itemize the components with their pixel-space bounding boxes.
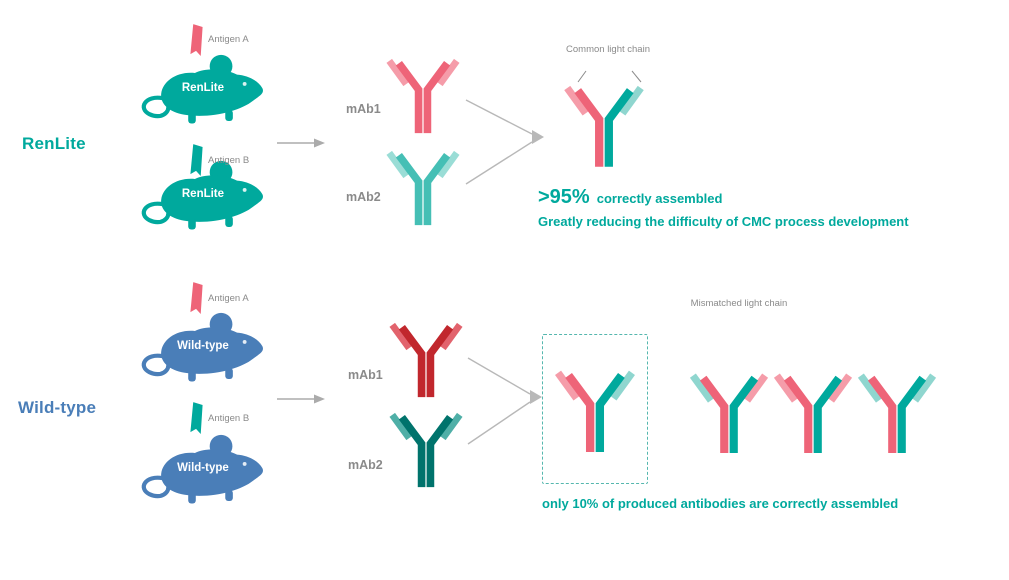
common-light-chain-label: Common light chain [566, 44, 650, 55]
right-arrow-icon [276, 136, 326, 150]
stat-description: correctly assembled [596, 191, 723, 206]
antibody-y-icon [382, 48, 464, 138]
wildtype-mab2-antibody [385, 402, 467, 492]
antibody-y-icon [385, 402, 467, 492]
cmc-benefit-text: Greatly reducing the difficulty of CMC p… [538, 214, 909, 229]
renlite-mouse-antigen-a: RenLite [126, 46, 274, 126]
mab2-label: mAb2 [348, 458, 383, 472]
wildtype-result-text: only 10% of produced antibodies are corr… [542, 496, 899, 511]
assembly-stat-line: >95% correctly assembled [538, 186, 722, 209]
antigen-b-flag-icon [189, 144, 204, 178]
antigen-a-label: Antigen A [208, 34, 249, 45]
correct-assembly-box [542, 334, 648, 484]
antigen-a-flag-icon [189, 24, 204, 58]
mismatched-antibody-y-icon [770, 360, 856, 460]
label-pointer-lines-icon [577, 70, 642, 83]
antigen-a-flag-icon [189, 282, 204, 316]
antigen-a-label: Antigen A [208, 293, 249, 304]
antigen-b-label: Antigen B [208, 413, 250, 424]
wildtype-mouse-antigen-a: Wild-type [126, 304, 274, 384]
mismatched-antibody-2 [770, 360, 856, 460]
renlite-mab1-antibody [382, 48, 464, 138]
wildtype-correct-bispecific-antibody [551, 356, 639, 460]
stat-percentage: >95% [538, 186, 590, 208]
antigen-b-label: Antigen B [208, 155, 250, 166]
wildtype-section-label: Wild-type [18, 398, 97, 417]
mab1-label: mAb1 [348, 368, 383, 382]
bispecific-antibody-y-icon [558, 74, 650, 172]
mab1-label: mAb1 [346, 102, 381, 116]
merge-connector-icon [467, 357, 542, 445]
renlite-mab2-antibody [382, 140, 464, 230]
mismatched-antibody-1 [686, 360, 772, 460]
antigen-b-flag-icon [189, 402, 204, 436]
renlite-section-label: RenLite [22, 134, 86, 153]
antibody-y-icon [382, 140, 464, 230]
bispecific-antibody-y-icon [551, 356, 639, 460]
renlite-mouse-antigen-b: RenLite [126, 152, 274, 232]
mismatched-antibody-y-icon [854, 360, 940, 460]
wildtype-mouse-antigen-b: Wild-type [126, 426, 274, 506]
mouse-name-label: Wild-type [177, 340, 229, 353]
antibody-y-icon [385, 312, 467, 402]
mismatched-antibody-3 [854, 360, 940, 460]
mouse-name-label: Wild-type [177, 462, 229, 475]
merge-connector-icon [465, 99, 544, 185]
mismatched-light-chain-label: Mismatched light chain [690, 298, 788, 309]
renlite-bispecific-antibody [558, 74, 650, 172]
right-arrow-icon [276, 392, 326, 406]
mouse-name-label: RenLite [181, 82, 225, 95]
mab2-label: mAb2 [346, 190, 381, 204]
mismatched-antibody-y-icon [686, 360, 772, 460]
wildtype-mab1-antibody [385, 312, 467, 402]
mouse-name-label: RenLite [181, 188, 225, 201]
